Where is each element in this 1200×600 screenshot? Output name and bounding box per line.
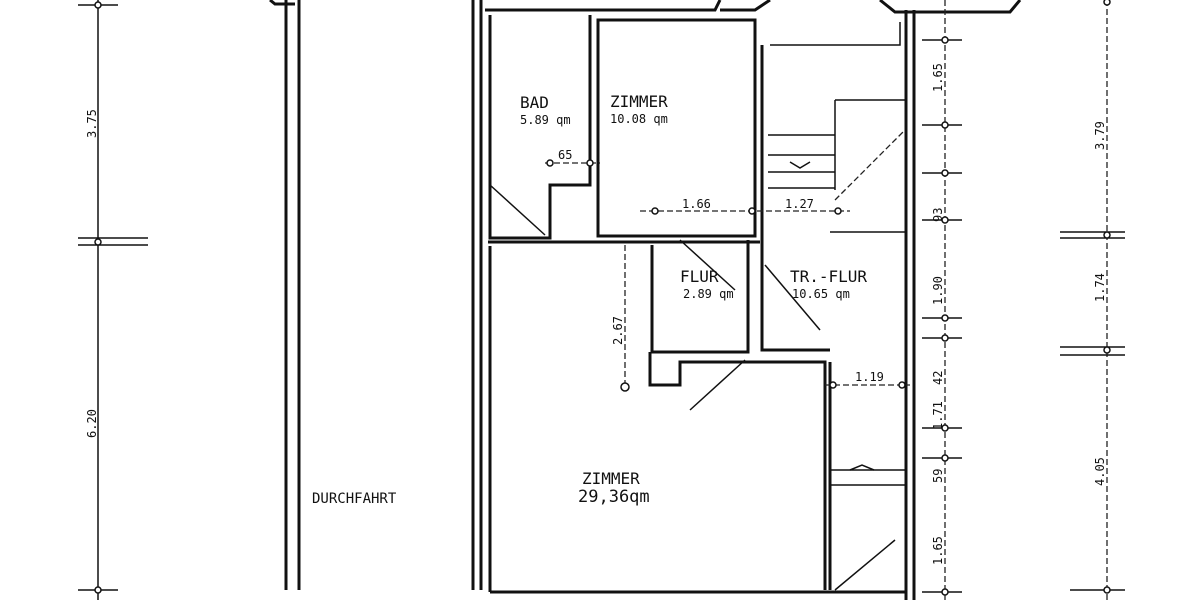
right-inner-dimension-chain <box>922 0 962 600</box>
dimension-node <box>941 314 949 322</box>
room-name-tr-flur: TR.-FLUR <box>790 267 867 286</box>
dim-stair-width: 1.27 <box>785 197 814 211</box>
room-area-bad: 5.89 qm <box>520 113 571 127</box>
room-name-zimmer-small: ZIMMER <box>610 92 668 111</box>
dimension-node <box>941 424 949 432</box>
room-name-bad: BAD <box>520 93 549 112</box>
dim-left-1: 6.20 <box>85 409 99 438</box>
dimension-node <box>941 334 949 342</box>
dimension-node <box>941 588 949 596</box>
room-name-zimmer-large: ZIMMER <box>582 469 640 488</box>
dim-right-inner-3: 42 <box>931 371 945 385</box>
dim-zimmer-width: 1.66 <box>682 197 711 211</box>
left-dimension-chain <box>78 0 148 600</box>
dim-right-inner-6: 1.65 <box>931 536 945 565</box>
dim-right-inner-1: 93 <box>931 208 945 222</box>
interior-dimensions <box>545 159 910 392</box>
room-area-flur: 2.89 qm <box>683 287 734 301</box>
dim-right-inner-4: 1.71 <box>931 401 945 430</box>
right-outer-dimension-chain <box>1060 0 1125 600</box>
dim-right-inner-5: 59 <box>931 469 945 483</box>
room-area-zimmer-large: 29,36qm <box>578 487 650 507</box>
dimension-node <box>941 454 949 462</box>
dimension-node <box>941 216 949 224</box>
room-name-durchfahrt: DURCHFAHRT <box>312 491 397 507</box>
dim-left-0: 3.75 <box>85 109 99 138</box>
dim-right-outer-2: 4.05 <box>1093 457 1107 486</box>
dimension-node <box>941 121 949 129</box>
dim-bad-niche: 65 <box>558 148 572 162</box>
dimension-node <box>941 36 949 44</box>
dim-corridor-width: 1.19 <box>855 370 884 384</box>
dim-right-outer-0: 3.79 <box>1093 121 1107 150</box>
walls <box>269 0 1022 600</box>
room-area-tr-flur: 10.65 qm <box>792 287 850 301</box>
dim-flur-height: 2.67 <box>611 316 625 345</box>
room-name-flur: FLUR <box>680 267 719 286</box>
dimension-node <box>941 169 949 177</box>
dim-right-outer-1: 1.74 <box>1093 273 1107 302</box>
room-area-zimmer-small: 10.08 qm <box>610 112 668 126</box>
dim-right-inner-0: 1.65 <box>931 63 945 92</box>
dim-right-inner-2: 1.90 <box>931 276 945 305</box>
stairs <box>768 99 906 486</box>
